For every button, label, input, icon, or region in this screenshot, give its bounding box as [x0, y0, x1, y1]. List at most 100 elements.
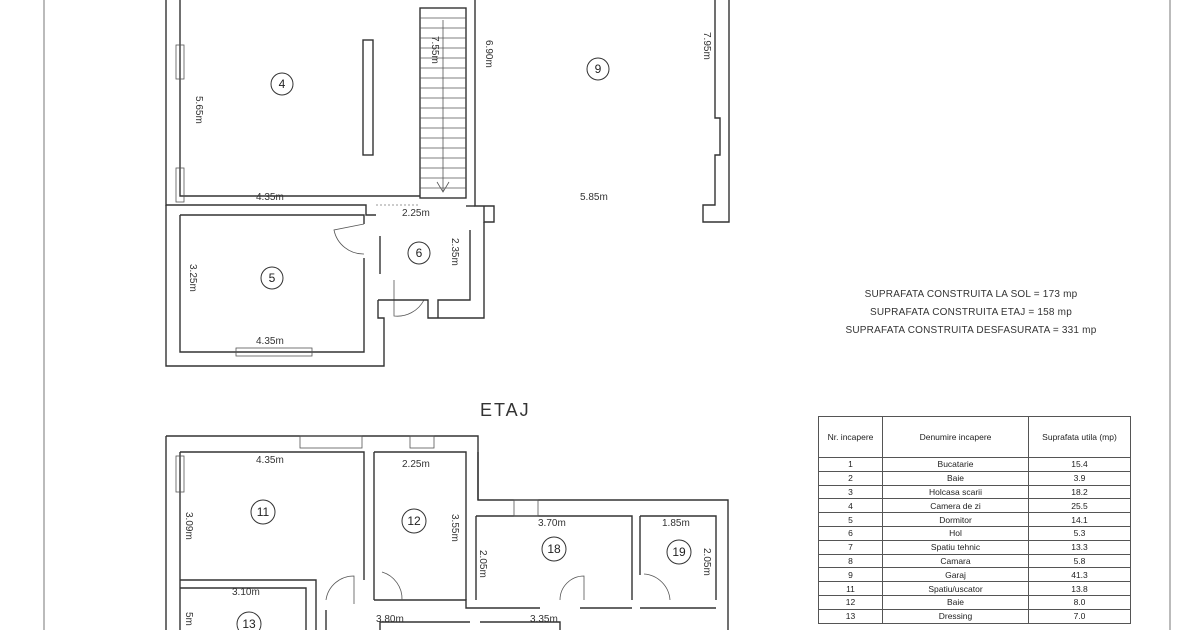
cell-room-area: 7.0	[1028, 608, 1131, 624]
header-room-name: Denumire incapere	[882, 416, 1029, 458]
room-label-5: 5	[260, 266, 284, 290]
cell-room-name: Spatiu/uscator	[882, 581, 1029, 596]
cell-room-number: 8	[818, 553, 883, 569]
cell-room-number: 5	[818, 512, 883, 527]
room-label-11: 11	[250, 499, 276, 525]
cell-room-number: 6	[818, 525, 883, 541]
ground-floor-plan	[165, 0, 730, 367]
cell-room-area: 5.8	[1028, 553, 1131, 569]
svg-text:9: 9	[595, 62, 602, 76]
dim-r11-width: 4.35m	[256, 455, 284, 466]
dim-corridor2-width: 3.35m	[530, 614, 558, 625]
dim-r5-height: 3.25m	[187, 264, 198, 292]
cell-room-name: Holcasa scarii	[882, 484, 1029, 500]
cell-room-name: Dormitor	[882, 512, 1029, 527]
cell-room-number: 4	[818, 498, 883, 514]
cell-room-number: 1	[818, 457, 883, 472]
room-label-6: 6	[407, 241, 431, 265]
dim-hall-width: 2.25m	[402, 208, 430, 219]
cell-room-number: 12	[818, 594, 883, 610]
dim-stair-length: 7.55m	[429, 36, 440, 64]
dim-corridor-width: 3.80m	[376, 614, 404, 625]
dim-r13-height: 5m	[183, 612, 194, 626]
cell-room-number: 9	[818, 567, 883, 583]
dim-r9-width: 5.85m	[580, 192, 608, 203]
header-room-area: Suprafata utila (mp)	[1028, 416, 1131, 458]
cell-room-name: Spatiu tehnic	[882, 539, 1029, 555]
dim-r5-width: 4.35m	[256, 336, 284, 347]
dim-r9-right: 7.95m	[701, 32, 712, 60]
dim-r19-width: 1.85m	[662, 518, 690, 529]
dim-r19-height: 2.05m	[701, 548, 712, 576]
dim-r18-height: 2.05m	[477, 550, 488, 578]
header-room-number: Nr. incapere	[818, 416, 883, 458]
cell-room-area: 14.1	[1028, 512, 1131, 527]
cell-room-number: 7	[818, 539, 883, 555]
room-label-9: 9	[586, 57, 610, 81]
floor-title-etaj: ETAJ	[480, 400, 531, 420]
cell-room-area: 41.3	[1028, 567, 1131, 583]
svg-text:6: 6	[416, 246, 423, 260]
cell-room-area: 25.5	[1028, 498, 1131, 514]
svg-text:13: 13	[242, 617, 256, 630]
cell-room-area: 3.9	[1028, 470, 1131, 486]
cell-room-area: 13.8	[1028, 581, 1131, 596]
room-label-19: 19	[666, 539, 692, 565]
cell-room-area: 13.3	[1028, 539, 1131, 555]
cell-room-name: Bucatarie	[882, 457, 1029, 472]
svg-text:4: 4	[279, 77, 286, 91]
svg-text:11: 11	[257, 505, 270, 519]
dim-r4-width: 4.35m	[256, 192, 284, 203]
cell-room-area: 18.2	[1028, 484, 1131, 500]
staircase	[419, 7, 467, 199]
svg-text:19: 19	[672, 545, 686, 559]
summary-ground: SUPRAFATA CONSTRUITA LA SOL = 173 mp	[864, 289, 1078, 300]
dim-r12-width: 2.25m	[402, 459, 430, 470]
dim-r12-height: 3.55m	[449, 514, 460, 542]
cell-room-number: 2	[818, 470, 883, 486]
cell-room-number: 11	[818, 581, 883, 596]
cell-room-area: 8.0	[1028, 594, 1131, 610]
dim-r11-height: 3.09m	[183, 512, 194, 540]
room-label-13: 13	[236, 611, 262, 630]
summary-total: SUPRAFATA CONSTRUITA DESFASURATA = 331 m…	[845, 325, 1097, 336]
rooms-table: Nr. incapere Denumire incapere Suprafata…	[818, 416, 1131, 624]
room-label-18: 18	[541, 536, 567, 562]
svg-text:5: 5	[269, 271, 276, 285]
dim-r9-left: 6.90m	[483, 40, 494, 68]
svg-text:18: 18	[547, 542, 561, 556]
dim-r13-width: 3.10m	[232, 587, 260, 598]
cell-room-name: Camara	[882, 553, 1029, 569]
cell-room-number: 3	[818, 484, 883, 500]
table-header-row: Nr. incapere Denumire incapere Suprafata…	[818, 416, 1131, 458]
cell-room-name: Camera de zi	[882, 498, 1029, 514]
cell-room-name: Baie	[882, 594, 1029, 610]
cell-room-area: 15.4	[1028, 457, 1131, 472]
svg-text:12: 12	[407, 514, 421, 528]
summary-upper: SUPRAFATA CONSTRUITA ETAJ = 158 mp	[870, 307, 1072, 318]
cell-room-area: 5.3	[1028, 525, 1131, 541]
dim-r18-width: 3.70m	[538, 518, 566, 529]
dim-hall-height: 2.35m	[449, 238, 460, 266]
cell-room-name: Dressing	[882, 608, 1029, 624]
room-label-12: 12	[401, 508, 427, 534]
dim-r4-height: 5.65m	[193, 96, 204, 124]
room-label-4: 4	[270, 72, 294, 96]
cell-room-name: Baie	[882, 470, 1029, 486]
upper-floor-plan	[165, 435, 729, 630]
cell-room-name: Garaj	[882, 567, 1029, 583]
